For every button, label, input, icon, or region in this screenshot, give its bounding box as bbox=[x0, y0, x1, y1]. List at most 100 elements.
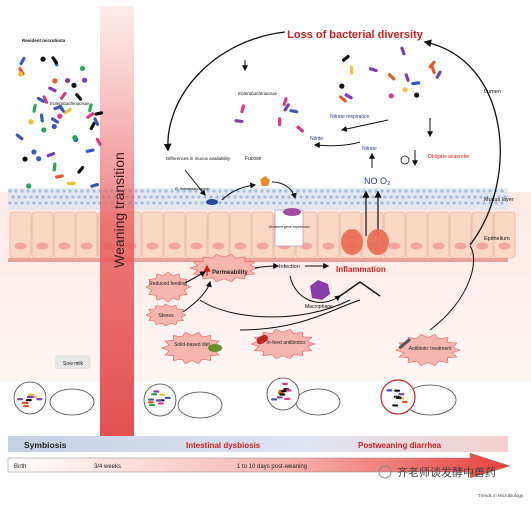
mucus-dot bbox=[248, 189, 252, 193]
mucus-dot bbox=[62, 201, 66, 205]
mucus-dot bbox=[56, 189, 60, 193]
epithelial-cell bbox=[229, 211, 252, 259]
cell-nucleus bbox=[454, 242, 467, 250]
epithelium-label: Epithelium bbox=[484, 236, 510, 242]
mucus-dot bbox=[179, 195, 183, 199]
gut-bacterium bbox=[155, 399, 162, 402]
mucus-dot bbox=[8, 201, 12, 205]
inflammation-caret bbox=[339, 281, 381, 297]
mucus-dot bbox=[188, 189, 192, 193]
mucus-dot bbox=[170, 189, 174, 193]
bacterium bbox=[339, 83, 345, 89]
gut-bacterium bbox=[157, 402, 164, 405]
mucus-dot bbox=[419, 195, 423, 199]
no-o2-label: NO O₂ bbox=[364, 176, 391, 186]
mucus-dot bbox=[209, 195, 213, 199]
macrophage-shape bbox=[310, 280, 330, 300]
mucus-dot bbox=[353, 195, 357, 199]
arrow-loss-to-mucus bbox=[163, 31, 286, 152]
mucus-dot bbox=[26, 189, 30, 193]
arrow-stress-to-permeability bbox=[182, 280, 212, 313]
mucus-dot bbox=[35, 195, 39, 199]
bacterium bbox=[36, 156, 42, 162]
cell-nucleus bbox=[14, 242, 27, 250]
mucus-dot bbox=[140, 189, 144, 193]
mucus-dot bbox=[47, 195, 51, 199]
mucus-dot bbox=[290, 201, 294, 205]
mucus-dot bbox=[188, 201, 192, 205]
fucose-label: Fucose bbox=[245, 156, 262, 162]
mucus-dot bbox=[23, 195, 27, 199]
mucus-dot bbox=[383, 195, 387, 199]
gut-bacterium bbox=[279, 393, 286, 396]
mucus-dot bbox=[308, 189, 312, 193]
mucus-dot bbox=[461, 195, 465, 199]
arrow-mucus-to-bthetas bbox=[184, 169, 206, 196]
mucus-dot bbox=[278, 189, 282, 193]
mucus-dot bbox=[68, 189, 72, 193]
mucus-dot bbox=[245, 195, 249, 199]
antibiotic-treatment-burst bbox=[395, 334, 461, 366]
mucus-dot bbox=[428, 201, 432, 205]
epithelial-cell bbox=[31, 211, 54, 259]
mucus-dot bbox=[392, 189, 396, 193]
mucus-dot bbox=[164, 189, 168, 193]
mucus-dot bbox=[152, 189, 156, 193]
mucus-dot bbox=[371, 195, 375, 199]
bacterium bbox=[414, 92, 420, 98]
mucus-dot bbox=[50, 201, 54, 205]
mucus-dot bbox=[158, 189, 162, 193]
virulence-cell bbox=[274, 209, 304, 247]
mucus-dot bbox=[338, 201, 342, 205]
bacterium bbox=[39, 113, 44, 123]
mucus-dot bbox=[218, 201, 222, 205]
epithelial-cell bbox=[471, 211, 494, 259]
bacterium bbox=[289, 109, 299, 114]
gut-bacterium bbox=[395, 396, 402, 399]
bacterium bbox=[57, 113, 63, 119]
bacterium bbox=[90, 182, 100, 188]
mucus-dot bbox=[314, 189, 318, 193]
mucus-dot bbox=[389, 195, 393, 199]
bacterium bbox=[51, 123, 57, 130]
mucus-dot bbox=[500, 201, 504, 205]
inflamed-cell-1 bbox=[341, 229, 363, 255]
mucus-dot bbox=[476, 201, 480, 205]
mucus-dot bbox=[413, 195, 417, 199]
bacterium bbox=[77, 165, 85, 174]
nitrate-respiration-label: Nitrate respiration bbox=[330, 114, 370, 120]
mucus-dot bbox=[398, 189, 402, 193]
infection-label: Infection bbox=[279, 264, 300, 270]
mucus-dot bbox=[152, 201, 156, 205]
mucus-dot bbox=[50, 189, 54, 193]
mucus-dot bbox=[401, 195, 405, 199]
bacterium bbox=[42, 95, 49, 104]
mucus-dot bbox=[464, 201, 468, 205]
mucus-dot bbox=[257, 195, 261, 199]
mucus-dot bbox=[74, 201, 78, 205]
gut-bacterium bbox=[392, 404, 399, 407]
mucus-dot bbox=[314, 201, 318, 205]
stress-label: Stress bbox=[158, 313, 174, 319]
obligate-anaerobe-label: Obligate anaerobe bbox=[428, 154, 469, 160]
mucus-dot bbox=[92, 189, 96, 193]
gut-bacterium bbox=[148, 398, 155, 401]
mucus-dot bbox=[224, 189, 228, 193]
epithelial-cell bbox=[185, 211, 208, 259]
mucus-dot bbox=[368, 201, 372, 205]
mucus-dot bbox=[323, 195, 327, 199]
cell-nucleus bbox=[476, 242, 489, 250]
epithelial-cell bbox=[207, 211, 230, 259]
gut-bacterium bbox=[282, 382, 289, 385]
syringe-icon bbox=[398, 337, 412, 350]
macrophage-label: Macrophage bbox=[305, 304, 333, 310]
arrow-btheta-to-fucose bbox=[221, 182, 257, 201]
gut-bacterium bbox=[164, 396, 171, 400]
mucus-dot bbox=[356, 189, 360, 193]
mucus-dot bbox=[167, 195, 171, 199]
mucus-dot bbox=[236, 189, 240, 193]
differences-mucus-label: Differences in mucus availability bbox=[166, 156, 231, 161]
mucus-dot bbox=[200, 201, 204, 205]
arrow-fucose-to-entero bbox=[271, 181, 297, 200]
mucus-dot bbox=[332, 201, 336, 205]
